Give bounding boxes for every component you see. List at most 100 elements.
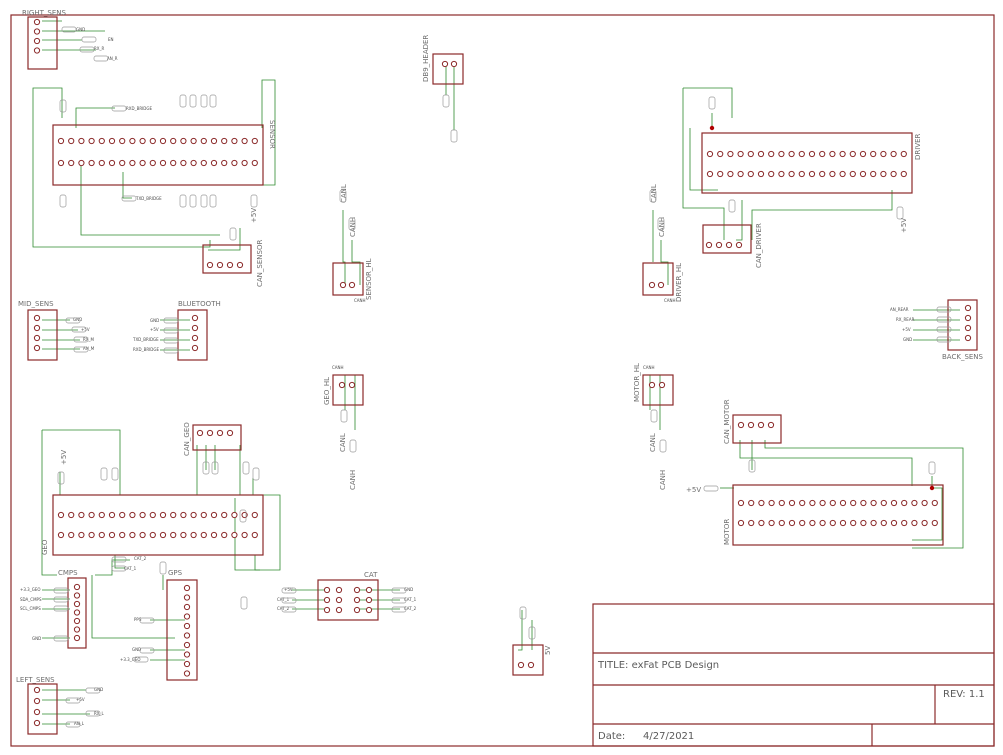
pin <box>200 137 207 145</box>
pin <box>88 137 95 145</box>
pin <box>183 641 191 649</box>
pin <box>890 170 897 178</box>
pin <box>648 381 656 389</box>
pin <box>159 511 167 519</box>
pin <box>221 511 228 519</box>
pin <box>829 170 836 178</box>
net-flag <box>71 326 87 333</box>
pin <box>819 519 826 527</box>
net-flag <box>57 471 65 485</box>
net-flag <box>81 36 97 43</box>
net-cat1-left: CAT_1 <box>277 597 290 602</box>
net-txd-bridge: TXD_BRIDGE <box>135 196 162 201</box>
pin <box>757 170 765 178</box>
connector-outlines <box>27 16 978 735</box>
net-flag <box>659 439 667 453</box>
pin <box>911 519 918 527</box>
net-flag <box>73 346 89 353</box>
net-canh-driver: CANH <box>658 217 666 237</box>
pin <box>335 606 343 614</box>
pin <box>768 499 775 507</box>
pin <box>33 28 41 35</box>
pin <box>200 159 207 167</box>
pin <box>768 150 775 158</box>
pin <box>819 170 826 178</box>
net-rxd-bridge: RXD_BRIDGE <box>126 106 152 111</box>
net-cat1-geo: CAT_1 <box>124 566 137 571</box>
revision-text: REV: 1.1 <box>943 689 985 700</box>
pin <box>73 617 81 625</box>
net-5v-mid: +5V <box>81 327 90 332</box>
net-flag <box>728 199 736 213</box>
pin <box>323 586 331 594</box>
net-an-r: AN_R <box>107 56 118 61</box>
net-canh-motor-hl: CANH <box>643 365 655 370</box>
pin <box>190 137 197 145</box>
pin <box>365 596 373 604</box>
net-5v-left: +5V <box>76 697 85 702</box>
net-flag <box>163 337 179 344</box>
label-driver-hl: DRIVER_HL <box>675 263 683 302</box>
pin <box>788 519 796 527</box>
net-canl-geo: CANL <box>339 433 347 452</box>
label-can-geo: CAN_GEO <box>183 422 191 456</box>
net-flag <box>519 606 527 620</box>
pin <box>767 421 775 429</box>
net-cat1-right: CAT_1 <box>404 597 417 602</box>
pin <box>768 170 775 178</box>
pin <box>809 519 816 527</box>
label-left-sens: LEFT_SENS <box>16 676 55 684</box>
pin <box>210 511 218 519</box>
pin <box>809 499 816 507</box>
pin <box>860 499 867 507</box>
pin <box>170 531 177 539</box>
pin <box>139 511 146 519</box>
pin <box>890 499 898 507</box>
pin <box>648 281 656 289</box>
pin <box>819 499 826 507</box>
net-canh-sensor: CANH <box>349 217 357 237</box>
pin <box>788 170 795 178</box>
pin <box>98 137 105 145</box>
net-5v-driver: +5V <box>900 218 908 233</box>
label-can-driver: CAN_DRIVER <box>755 223 763 268</box>
pin <box>921 519 928 527</box>
pin <box>348 281 356 289</box>
net-flag <box>65 697 81 704</box>
pin <box>798 170 805 178</box>
net-flag <box>53 635 69 642</box>
pin <box>964 314 972 322</box>
net-flag <box>239 509 247 523</box>
connector-labels: RIGHT_SENS MID_SENS BLUETOOTH LEFT_SENS … <box>16 9 984 684</box>
pin <box>365 586 373 594</box>
pin <box>191 344 199 352</box>
pin <box>353 596 361 604</box>
net-flag <box>53 596 69 603</box>
pin <box>747 150 754 158</box>
pin <box>108 137 116 145</box>
pin <box>221 159 228 167</box>
pin <box>183 594 191 601</box>
net-flag <box>65 721 81 728</box>
net-flag <box>85 710 101 717</box>
pin <box>191 324 199 332</box>
net-flag <box>650 409 658 423</box>
label-geo: GEO <box>41 539 49 555</box>
pin <box>339 281 347 289</box>
pin <box>737 519 745 527</box>
net-3v3-cmps: +3.3_GEO <box>20 587 41 592</box>
pin <box>778 519 785 527</box>
net-flag <box>163 347 179 354</box>
pin <box>73 634 81 642</box>
net-flag <box>111 556 127 563</box>
pin <box>57 511 65 519</box>
pin <box>98 511 105 519</box>
pin <box>717 170 724 178</box>
pin <box>890 150 897 158</box>
net-flag <box>242 461 250 475</box>
pin <box>353 606 361 614</box>
net-gnd-bt: GND <box>150 318 159 323</box>
net-flag <box>93 55 109 62</box>
pin <box>180 511 187 519</box>
net-flag <box>200 194 208 208</box>
